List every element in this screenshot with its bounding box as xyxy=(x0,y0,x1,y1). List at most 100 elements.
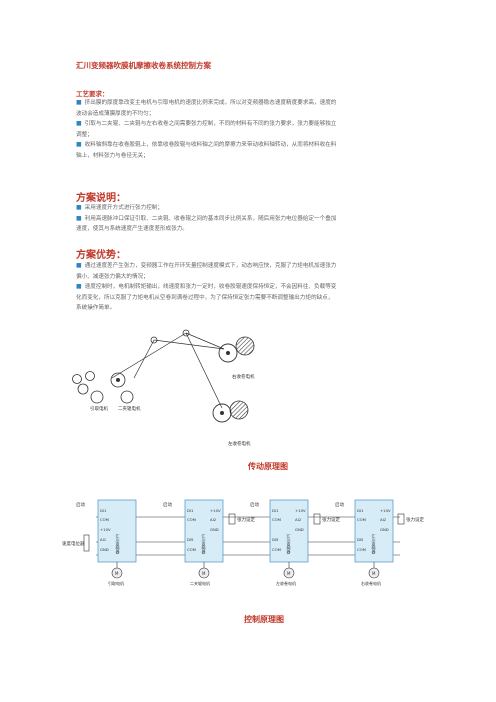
terminal-label: +10V xyxy=(100,527,111,532)
terminal-label: AI2 xyxy=(210,517,217,522)
terminal-label: GND xyxy=(210,527,219,532)
process-item-1-cont: 波动会造成薄膜厚度的不均匀； xyxy=(76,110,155,117)
speed-pot-label: 速度电位器 xyxy=(62,540,85,547)
terminal-label: COM xyxy=(357,517,366,522)
square-bullet-icon: ■ xyxy=(76,120,82,127)
terminal-label: +10V xyxy=(380,508,391,513)
terminal-label: +10V xyxy=(210,508,221,513)
terminal-label: AI1 xyxy=(100,537,107,542)
tension-set-label: 张力设定 xyxy=(237,516,255,523)
terminal-label: DI1 xyxy=(187,508,194,513)
tension-set-label: 张力设定 xyxy=(406,516,424,523)
square-bullet-icon: ■ xyxy=(76,214,82,222)
motor-pull-icon xyxy=(90,390,104,404)
advantage-item-2-cont2: 系统操作简单。 xyxy=(76,305,116,311)
film-line xyxy=(153,339,225,350)
tension-pot-icon xyxy=(313,513,321,525)
right-roll-icon xyxy=(235,336,255,356)
terminal-label: DI1 xyxy=(272,508,279,513)
scheme-heading: 方案说明： xyxy=(76,193,126,204)
process-item-3-cont: 轴上，材料张力与卷径无关； xyxy=(76,152,149,159)
process-item-3: ■收料轴斜靠在收卷胶辊上，依靠收卷胶辊与收料轴之间的摩擦力来带动收料轴转动，从而… xyxy=(76,141,337,148)
motor-icon xyxy=(283,567,295,579)
pull-motor-label: 引取电机 xyxy=(90,405,108,412)
terminal-label: GND xyxy=(295,527,304,532)
film-line xyxy=(185,332,223,409)
process-item-2-cont: 调整； xyxy=(76,131,93,138)
terminal-label: DI1 xyxy=(100,508,107,513)
speed-pot-icon xyxy=(83,534,90,552)
terminal-label: COM xyxy=(187,517,196,522)
terminal-label: DI1 xyxy=(357,508,364,513)
terminal-label: GND xyxy=(100,547,109,552)
advantage-item-2: ■速度控制时，电机制转矩输出，线速度和张力一定时，收卷胶辊速度保持恒定，不会因料… xyxy=(76,283,337,290)
motor-letter: M xyxy=(115,571,119,576)
motor-letter: M xyxy=(287,571,291,576)
start-label: 启动 xyxy=(76,501,85,508)
advantage-item-1-cont: 偏小、减速张力偏大的情况； xyxy=(76,273,149,280)
left-roll-icon xyxy=(229,400,249,420)
drive-3: 启动 DI1 COM DI5 COM +10V AI2 GND 汇川变频器 张力… xyxy=(250,499,340,586)
drive-label: 汇川变频器 xyxy=(202,533,207,555)
control-diagram: 速度电位器 启动 DI1 COM +10V AI1 GND 汇川变频器 M 引取… xyxy=(62,499,424,586)
film-line xyxy=(133,339,155,379)
terminal-label: COM xyxy=(187,547,196,552)
transmission-caption: 传动原理图 xyxy=(248,462,288,471)
right-winder-drum xyxy=(218,343,238,363)
terminal-label: COM xyxy=(272,517,281,522)
terminal-label: COM xyxy=(272,547,281,552)
process-item-2: ■引取与二夹辊、二夹辊与左右收卷之间需要张力控制，不同的材料有不同的张力要求，张… xyxy=(76,120,337,127)
advantage-item-2-cont: 化而变化，所以克服了力矩电机从空卷到满卷过程中，为了保持恒定张力需要不断调整输出… xyxy=(76,294,334,301)
drive-2: 启动 DI1 COM DI5 COM +10V AI2 GND 汇川变频器 张力… xyxy=(163,499,255,586)
square-bullet-icon: ■ xyxy=(76,283,82,290)
roller xyxy=(85,371,95,381)
square-bullet-icon: ■ xyxy=(76,99,82,106)
process-item-1: ■挤出膜的厚度靠改变主电机与引取电机的速度比例来完成，所以对变频器稳态速度精度要… xyxy=(76,99,337,106)
second-nip-label: 二夹辊电机 xyxy=(118,405,141,412)
roller xyxy=(77,383,89,395)
motor-letter: M xyxy=(372,571,376,576)
terminal-label: +10V xyxy=(295,508,306,513)
terminal-label: DI5 xyxy=(357,537,364,542)
guide-roller xyxy=(182,329,190,337)
motor-icon xyxy=(111,567,123,579)
tension-pot-icon xyxy=(397,513,405,525)
terminal-label: AI2 xyxy=(295,517,302,522)
process-list: ■挤出膜的厚度靠改变主电机与引取电机的速度比例来完成，所以对变频器稳态速度精度要… xyxy=(76,98,426,161)
left-winder-label: 左收卷电机 xyxy=(228,440,251,447)
doc-title: 汇川变频器吹膜机摩擦收卷系统控制方案 xyxy=(76,61,211,70)
start-label: 启动 xyxy=(335,501,344,508)
scheme-item-2-cont: 速度，使其与系统速度产生速度差形成张力。 xyxy=(76,226,188,232)
start-label: 启动 xyxy=(250,501,259,508)
motor-icon xyxy=(198,567,210,579)
tension-pot-icon xyxy=(228,513,236,525)
process-heading: 工艺要求： xyxy=(76,90,109,98)
square-bullet-icon: ■ xyxy=(76,262,82,269)
drive-1: 启动 DI1 COM +10V AI1 GND 汇川变频器 M 引取电机 xyxy=(76,499,137,586)
tension-set-label: 张力设定 xyxy=(322,516,340,523)
right-winder-label: 右收卷电机 xyxy=(232,373,255,380)
scheme-item-1: ■采用速度开方式进行张力控制； xyxy=(76,204,163,211)
drum-center xyxy=(226,351,230,355)
advantage-list: ■通过速度差产生张力，变频器工作在开环矢量控制速度模式下，动态响应快，克服了力矩… xyxy=(76,261,426,314)
roller-center xyxy=(116,378,120,382)
drive-label: 汇川变频器 xyxy=(372,533,377,555)
film-line xyxy=(111,332,187,379)
second-nip-roller xyxy=(110,372,126,388)
scheme-item-2: ■利用高速脉冲口保证引取、二夹辊、收卷辊之间的基本同步比例关系，随后用张力电位器… xyxy=(76,214,337,222)
drive-4: 启动 DI1 COM DI5 COM +10V AI2 GND 汇川变频器 张力… xyxy=(335,499,424,586)
terminal-label: GND xyxy=(380,527,389,532)
terminal-label: COM xyxy=(357,547,366,552)
film-line xyxy=(185,332,225,350)
terminal-label: DI5 xyxy=(187,537,194,542)
square-bullet-icon: ■ xyxy=(76,204,82,211)
roller xyxy=(72,374,82,384)
motor-second-nip-icon xyxy=(120,390,134,404)
motor-label: 二夹辊电机 xyxy=(190,580,210,586)
scheme-list: ■采用速度开方式进行张力控制； ■利用高速脉冲口保证引取、二夹辊、收卷辊之间的基… xyxy=(76,203,426,235)
motor-label: 引取电机 xyxy=(108,580,124,586)
terminal-label: DI5 xyxy=(272,537,279,542)
motor-icon xyxy=(368,567,380,579)
motor-label: 左收卷电机 xyxy=(276,580,296,586)
